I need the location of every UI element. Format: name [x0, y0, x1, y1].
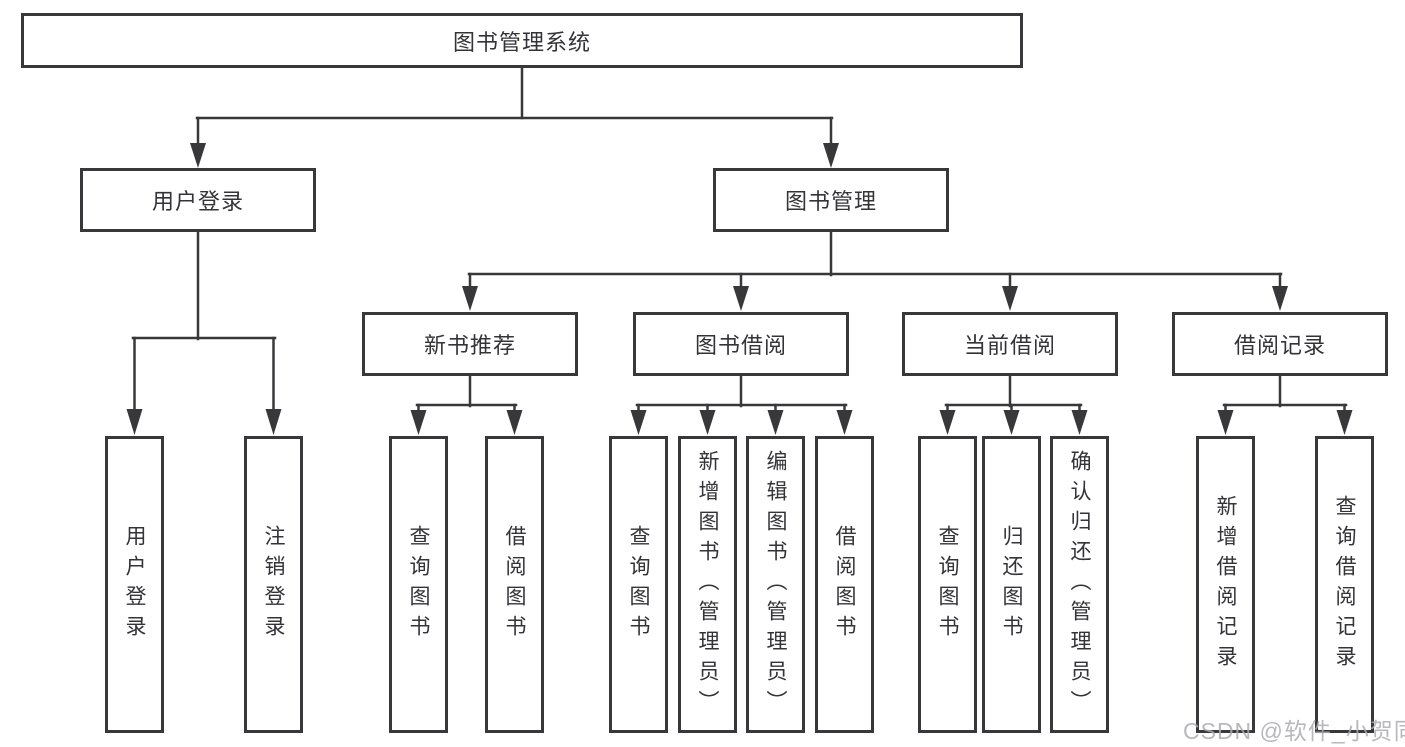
node-user-login-label: 用户登录	[151, 189, 244, 214]
node-new-book-recommend: 新书推荐	[362, 312, 578, 376]
leaf-edit-book-admin: 编辑图书（管理员）	[746, 436, 805, 733]
node-root: 图书管理系统	[21, 13, 1023, 68]
node-new-book-recommend-label: 新书推荐	[423, 333, 516, 358]
leaf-query-borrow-record-label: 查询借阅记录	[1333, 494, 1356, 675]
leaf-add-book-admin: 新增图书（管理员）	[678, 436, 737, 733]
leaf-user-login: 用户登录	[105, 436, 164, 733]
leaf-query-books-borrow: 查询图书	[609, 436, 668, 733]
leaf-query-books-recommend-label: 查询图书	[407, 524, 430, 645]
leaf-query-borrow-record: 查询借阅记录	[1315, 436, 1374, 733]
leaf-query-books-current: 查询图书	[918, 436, 977, 733]
leaf-confirm-return-admin: 确认归还（管理员）	[1050, 436, 1109, 733]
leaf-return-book-label: 归还图书	[1000, 524, 1023, 645]
leaf-confirm-return-admin-label: 确认归还（管理员）	[1068, 449, 1091, 720]
leaf-borrow-books-recommend-label: 借阅图书	[503, 524, 526, 645]
leaf-borrow-books-label: 借阅图书	[833, 524, 856, 645]
node-root-label: 图书管理系统	[452, 29, 591, 55]
node-current-borrow-label: 当前借阅	[963, 333, 1056, 358]
leaf-query-books-borrow-label: 查询图书	[627, 524, 650, 645]
node-book-management: 图书管理	[713, 168, 949, 232]
leaf-query-books-current-label: 查询图书	[936, 524, 959, 645]
leaf-logout-label: 注销登录	[262, 524, 285, 645]
leaf-query-books-recommend: 查询图书	[389, 436, 448, 733]
leaf-add-book-admin-label: 新增图书（管理员）	[696, 449, 719, 720]
node-borrow-records: 借阅记录	[1172, 312, 1388, 376]
leaf-edit-book-admin-label: 编辑图书（管理员）	[764, 449, 787, 720]
leaf-borrow-books: 借阅图书	[815, 436, 874, 733]
node-borrow-records-label: 借阅记录	[1233, 333, 1326, 358]
node-book-borrow-label: 图书借阅	[694, 333, 787, 358]
node-book-borrow: 图书借阅	[633, 312, 849, 376]
leaf-add-borrow-record-label: 新增借阅记录	[1214, 494, 1237, 675]
csdn-watermark: CSDN @软件_小贺同学	[1183, 718, 1405, 744]
leaf-user-login-label: 用户登录	[123, 524, 146, 645]
node-current-borrow: 当前借阅	[902, 312, 1118, 376]
leaf-borrow-books-recommend: 借阅图书	[485, 436, 544, 733]
node-book-management-label: 图书管理	[784, 189, 877, 214]
leaf-logout: 注销登录	[244, 436, 303, 733]
leaf-add-borrow-record: 新增借阅记录	[1196, 436, 1255, 733]
leaf-return-book: 归还图书	[982, 436, 1041, 733]
node-user-login: 用户登录	[80, 168, 316, 232]
